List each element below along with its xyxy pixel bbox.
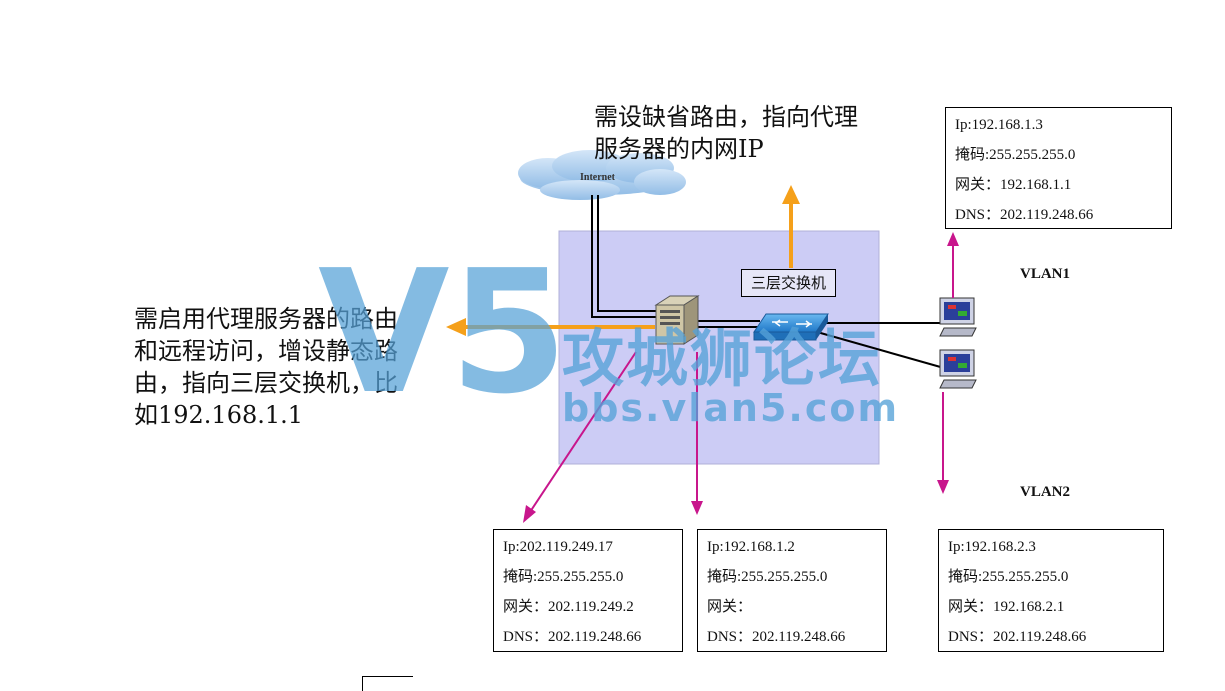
ip-row: Ip:202.119.249.17 [503,539,613,555]
gateway-row: 网关：192.168.2.1 [948,599,1065,615]
clipped-bottom-element [362,676,413,691]
note-line: 需设缺省路由，指向代理 [594,103,858,131]
ip-row: Ip:192.168.2.3 [948,539,1036,555]
mask-row: 掩码:255.255.255.0 [707,569,828,585]
vlan1-label: VLAN1 [1020,266,1071,282]
dns-row: DNS：202.119.248.66 [707,629,846,645]
vlan2-pc-icon [939,349,977,389]
watermark-url-text: bbs.vlan5.com [562,386,900,430]
mask-row: 掩码:255.255.255.0 [955,147,1076,163]
orange-arrow-to-top-note [782,185,800,268]
internet-cloud-icon [518,150,686,200]
vlan1-pc-icon [939,297,977,337]
server-switch-link [690,320,760,328]
vlan2-label: VLAN2 [1020,484,1071,500]
watermark-logo: V5 [318,234,568,432]
magenta-arrow-proxy-internal [691,352,703,515]
note-line: 由，指向三层交换机，比 [134,369,398,397]
magenta-arrow-proxy-external [523,351,637,523]
proxy-external-config-box: Ip:202.119.249.17 掩码:255.255.255.0 网关：20… [493,529,683,652]
gateway-row: 网关：192.168.1.1 [955,177,1072,193]
note-line: 需启用代理服务器的路由 [134,305,398,333]
dns-row: DNS：202.119.248.66 [948,629,1087,645]
dns-row: DNS：202.119.248.66 [503,629,642,645]
proxy-internal-config-box: Ip:192.168.1.2 掩码:255.255.255.0 网关： DNS：… [697,529,887,652]
layer3-switch-icon [753,313,829,341]
note-line: 服务器的内网IP [594,135,764,163]
layer3-switch-label: 三层交换机 [741,269,837,297]
note-line: 和远程访问，增设静态路 [134,337,398,365]
internet-uplink-line [591,195,660,318]
switch-pc2-link [809,329,945,369]
watermark-chinese-text: 攻城狮论坛 [562,322,883,395]
magenta-arrow-vlan2 [937,392,949,494]
mask-row: 掩码:255.255.255.0 [503,569,624,585]
orange-arrow-to-left-note [446,318,655,336]
internet-cloud-label: Internet [580,172,615,183]
ip-row: Ip:192.168.1.2 [707,539,795,555]
ip-row: Ip:192.168.1.3 [955,117,1043,133]
default-route-note: 需设缺省路由，指向代理 服务器的内网IP [594,101,858,165]
mask-row: 掩码:255.255.255.0 [948,569,1069,585]
gateway-row: 网关： [707,599,753,615]
magenta-arrow-vlan1 [947,232,959,298]
vlan2-host-config-box: Ip:192.168.2.3 掩码:255.255.255.0 网关：192.1… [938,529,1164,652]
vlan1-host-config-box: Ip:192.168.1.3 掩码:255.255.255.0 网关：192.1… [945,107,1172,229]
gateway-row: 网关：202.119.249.2 [503,599,634,615]
dns-row: DNS：202.119.248.66 [955,207,1094,223]
static-route-note: 需启用代理服务器的路由 和远程访问，增设静态路 由，指向三层交换机，比 如192… [134,303,398,431]
proxy-server-icon [654,295,700,345]
note-line: 如192.168.1.1 [134,401,304,429]
